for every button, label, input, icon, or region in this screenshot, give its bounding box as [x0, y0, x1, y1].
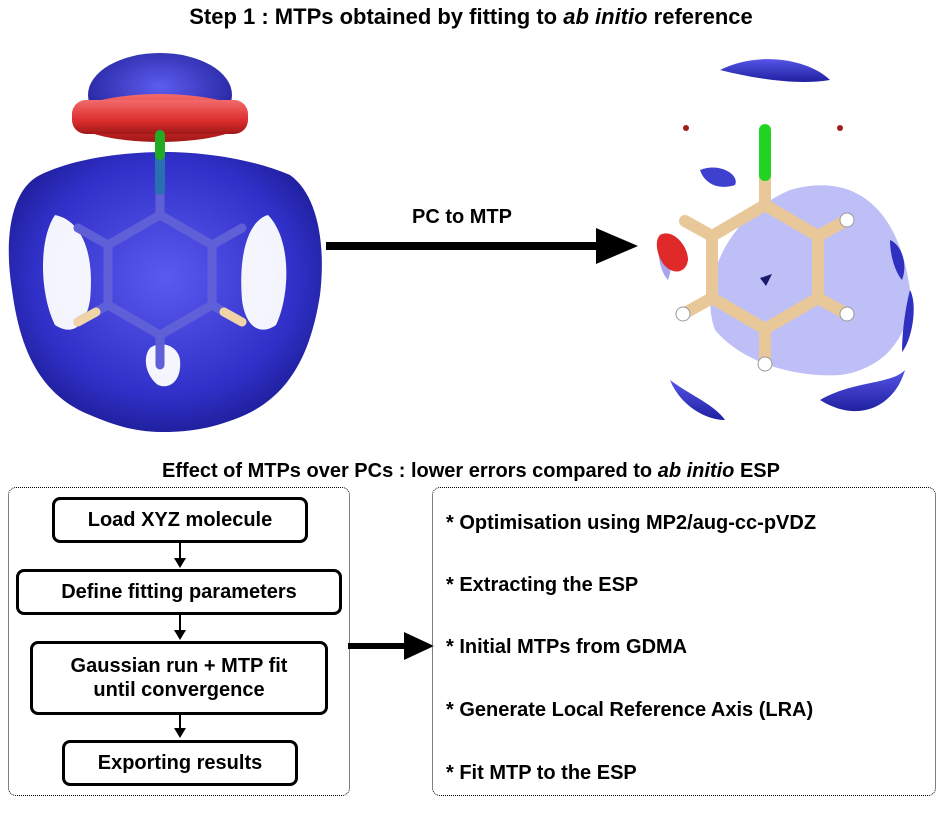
subtitle: Effect of MTPs over PCs : lower errors c…: [162, 460, 780, 482]
step-define-params: Define fitting parameters: [16, 569, 342, 615]
workflow-connectors: [174, 543, 186, 738]
workflow-panel: [8, 487, 350, 796]
pc-to-mtp-arrow: [326, 228, 638, 264]
page-title: Step 1 : MTPs obtained by fitting to ab …: [189, 4, 753, 29]
detail-item: * Initial MTPs from GDMA: [446, 636, 688, 658]
detail-item: * Generate Local Reference Axis (LRA): [446, 699, 814, 721]
blue-main-lobe: [8, 152, 322, 432]
step-gaussian-line2: until convergence: [93, 679, 265, 701]
step-gaussian-line1: Gaussian run + MTP fit: [70, 655, 288, 677]
step-gaussian-run: Gaussian run + MTP fit until convergence: [30, 641, 328, 715]
details-panel: [432, 487, 936, 796]
step-exporting: Exporting results: [62, 740, 298, 786]
details-arrow: [348, 632, 434, 660]
pc-isosurface-figure: [8, 53, 322, 432]
mtp-isosurface-figure: [656, 59, 914, 420]
detail-item: * Extracting the ESP: [446, 574, 639, 596]
detail-item: * Fit MTP to the ESP: [446, 762, 637, 784]
step-load-xyz: Load XYZ molecule: [52, 497, 308, 543]
detail-item: * Optimisation using MP2/aug-cc-pVDZ: [446, 512, 817, 534]
arrow-label: PC to MTP: [412, 206, 512, 228]
